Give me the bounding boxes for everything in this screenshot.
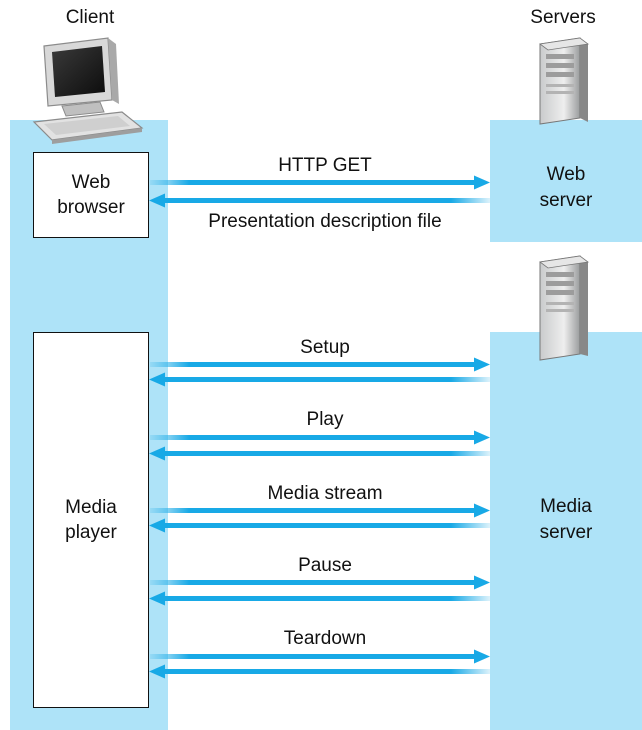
arrow-http-get: [150, 175, 490, 190]
client-header: Client: [65, 7, 115, 28]
media-server-label-1: Media: [540, 496, 592, 517]
msg-presentation: Presentation description file: [208, 211, 442, 232]
media-player-label-1: Media: [65, 497, 117, 518]
arrow-pause-request: [150, 575, 490, 590]
arrow-play-reply: [149, 446, 490, 461]
arrow-presentation: [149, 193, 490, 208]
media-player-label-2: player: [65, 522, 117, 543]
msg-play: Play: [306, 409, 344, 430]
arrow-setup-reply: [149, 372, 490, 387]
msg-setup: Setup: [300, 337, 350, 358]
arrow-pause-reply: [149, 591, 490, 606]
arrow-setup-request: [150, 357, 490, 372]
server-icon: [538, 37, 590, 125]
arrow-teardown-request: [150, 649, 490, 664]
servers-header: Servers: [530, 7, 596, 28]
arrow-media-stream-reply: [149, 518, 490, 533]
web-server-panel: [490, 120, 642, 242]
media-server-label-2: server: [539, 522, 593, 543]
server-icon-media: [538, 255, 590, 361]
msg-teardown: Teardown: [283, 628, 367, 649]
media-player-box: Media player: [33, 332, 149, 708]
web-server-label-1: Web: [546, 164, 586, 185]
arrow-teardown-reply: [149, 664, 490, 679]
msg-media-stream: Media stream: [267, 483, 383, 504]
arrow-play-request: [150, 430, 490, 445]
media-server-panel: [490, 332, 642, 730]
web-server-label-2: server: [539, 190, 593, 211]
arrow-media-stream-request: [150, 503, 490, 518]
web-browser-label-1: Web: [71, 172, 111, 193]
web-browser-box: Web browser: [33, 152, 149, 238]
web-browser-label-2: browser: [57, 197, 125, 218]
msg-pause: Pause: [298, 555, 352, 576]
computer-icon: [32, 37, 144, 144]
msg-http-get: HTTP GET: [278, 155, 372, 176]
